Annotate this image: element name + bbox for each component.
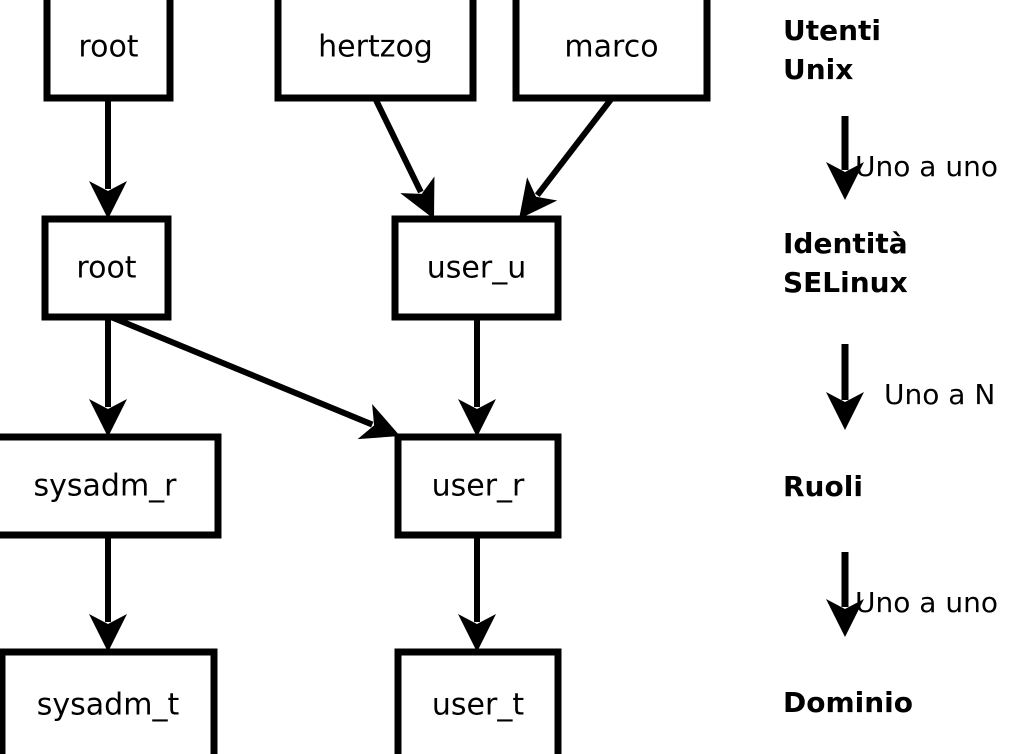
node-label-identity-user-u: user_u xyxy=(427,251,526,286)
node-box-role-user-r[interactable] xyxy=(394,433,562,539)
edge-user-r-to-user-t xyxy=(458,535,496,652)
legend-stage-utenti-unix-line-1: Unix xyxy=(783,53,853,86)
node-box-unix-root[interactable] xyxy=(43,0,174,102)
legend-arrow-3-label: Uno a uno xyxy=(855,586,998,619)
edge-identity-root-to-user-r xyxy=(109,314,400,440)
edge-identity-root-to-user-r-line xyxy=(109,314,374,428)
legend-arrow-3-arrowhead xyxy=(826,599,864,637)
edge-marco-to-user-u-line xyxy=(534,96,615,198)
legend-stage-ruoli-line-0: Ruoli xyxy=(783,470,863,503)
node-label-role-sysadm-r: sysadm_r xyxy=(34,469,178,504)
node-domain-sysadm-t[interactable]: sysadm_t xyxy=(0,648,218,754)
node-unix-marco[interactable]: marco xyxy=(512,0,711,102)
node-unix-hertzog[interactable]: hertzog xyxy=(274,0,477,102)
node-box-role-sysadm-r[interactable] xyxy=(0,433,222,539)
node-box-unix-marco[interactable] xyxy=(512,0,711,102)
legend-stage-dominio: Dominio xyxy=(783,686,913,719)
node-box-identity-user-u[interactable] xyxy=(391,215,562,321)
edge-hertzog-to-user-u xyxy=(372,96,435,219)
node-label-unix-root: root xyxy=(78,30,138,65)
node-label-unix-hertzog: hertzog xyxy=(318,30,433,65)
legend-arrow-1-label: Uno a uno xyxy=(855,150,998,183)
legend-arrow-2-arrowhead xyxy=(826,392,864,430)
node-domain-user-t[interactable]: user_t xyxy=(394,648,562,754)
edge-marco-to-user-u-arrowhead xyxy=(519,177,558,219)
legend-stage-identita-selinux-line-1: SELinux xyxy=(783,266,908,299)
node-role-user-r[interactable]: user_r xyxy=(394,433,562,539)
edge-hertzog-to-user-u-arrowhead xyxy=(400,176,435,219)
edge-identity-root-to-sysadm-r-arrowhead xyxy=(89,399,127,437)
edge-sysadm-r-to-sysadm-t xyxy=(89,535,127,652)
node-label-domain-user-t: user_t xyxy=(432,688,524,723)
edge-sysadm-r-to-sysadm-t-arrowhead xyxy=(89,614,127,652)
node-label-identity-root: root xyxy=(76,251,136,286)
node-identity-user-u[interactable]: user_u xyxy=(391,215,562,321)
edge-unix-root-to-identity-root xyxy=(89,98,127,219)
node-box-unix-hertzog[interactable] xyxy=(274,0,477,102)
legend-arrow-3: Uno a uno xyxy=(826,552,998,637)
legend-stage-utenti-unix-line-0: Utenti xyxy=(783,14,881,47)
edge-marco-to-user-u xyxy=(519,96,615,219)
legend-stage-ruoli: Ruoli xyxy=(783,470,863,503)
legend-stage-identita-selinux-line-0: Identità xyxy=(783,227,908,260)
legend-arrow-1: Uno a uno xyxy=(826,116,998,200)
node-role-sysadm-r[interactable]: sysadm_r xyxy=(0,433,222,539)
node-label-domain-sysadm-t: sysadm_t xyxy=(37,688,180,723)
node-box-domain-sysadm-t[interactable] xyxy=(0,648,218,754)
legend-stage-dominio-line-0: Dominio xyxy=(783,686,913,719)
edges-layer xyxy=(89,96,615,652)
edge-identity-root-to-sysadm-r xyxy=(89,317,127,437)
nodes-layer: root hertzog marco root user_u sysadm_r user_r… xyxy=(0,0,711,754)
node-unix-root[interactable]: root xyxy=(43,0,174,102)
node-box-identity-root[interactable] xyxy=(41,215,172,321)
edge-hertzog-to-user-u-line xyxy=(372,96,424,194)
node-identity-root[interactable]: root xyxy=(41,215,172,321)
legend-arrow-1-arrowhead xyxy=(826,162,864,200)
edge-user-u-to-user-r xyxy=(458,317,496,437)
edge-user-u-to-user-r-arrowhead xyxy=(458,399,496,437)
legend-arrow-2-label: Uno a N xyxy=(884,378,995,411)
node-box-domain-user-t[interactable] xyxy=(394,648,562,754)
node-label-unix-marco: marco xyxy=(564,30,658,65)
edge-identity-root-to-user-r-arrowhead xyxy=(357,403,400,440)
edge-user-r-to-user-t-arrowhead xyxy=(458,614,496,652)
legend-arrow-2: Uno a N xyxy=(826,344,995,430)
edge-unix-root-to-identity-root-arrowhead xyxy=(89,181,127,219)
node-label-role-user-r: user_r xyxy=(432,469,525,504)
